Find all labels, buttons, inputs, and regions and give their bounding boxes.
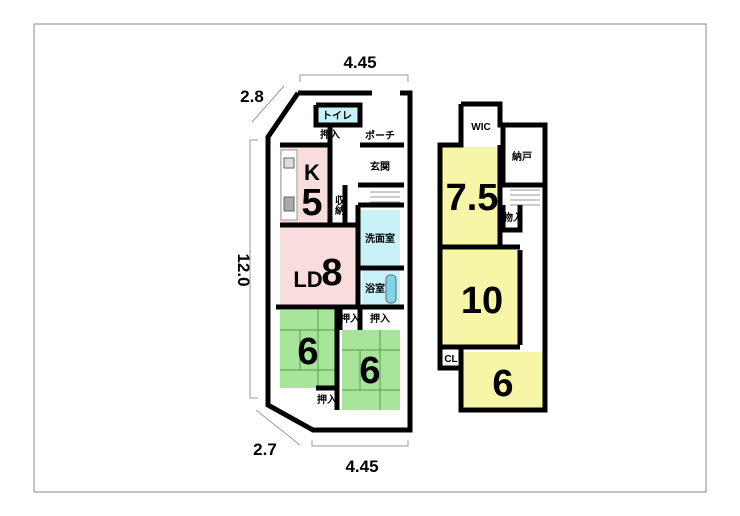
- dim-top-width: 4.45: [343, 53, 376, 72]
- label-kitchen: K: [304, 160, 320, 185]
- label-cl: CL: [444, 354, 457, 365]
- dim-top-diagonal: 2.8: [240, 87, 264, 106]
- washroom: [360, 210, 400, 265]
- label-ld-size: 8: [321, 252, 342, 294]
- ld-room: [280, 227, 357, 305]
- label-porch: ポーチ: [365, 129, 395, 142]
- dimension-lines: [249, 74, 409, 447]
- room-7-5: [442, 147, 500, 245]
- frame: [33, 23, 707, 493]
- label-closet-mid-left: 押入: [340, 312, 360, 325]
- label-bath: 浴室: [365, 282, 385, 295]
- label-room-7-5: 7.5: [446, 177, 499, 219]
- label-storeroom: 納戸: [512, 150, 532, 163]
- label-room-6: 6: [492, 363, 513, 405]
- label-room-10: 10: [461, 280, 503, 322]
- label-toilet: トイレ: [322, 110, 352, 122]
- dim-depth: 12.0: [234, 253, 253, 286]
- dim-bottom-diagonal: 2.7: [253, 440, 277, 459]
- dim-bottom-width: 4.45: [345, 457, 378, 476]
- bathtub-icon: [385, 274, 397, 304]
- tatami-room-left: [280, 310, 337, 388]
- room-10: [442, 250, 520, 345]
- room-6: [463, 352, 545, 410]
- stairs: [370, 186, 400, 203]
- floor-2: [437, 101, 548, 413]
- label-entrance: 玄関: [370, 160, 390, 173]
- label-kitchen-size: 5: [301, 182, 322, 224]
- stove-icon: [283, 196, 295, 212]
- label-closet-bottom: 押入: [317, 393, 337, 406]
- label-closet-2f: 物入: [503, 211, 523, 224]
- floor-1: [265, 90, 413, 433]
- tatami-room-right: [342, 330, 400, 410]
- label-ld: LD: [293, 267, 322, 292]
- toilet-room: [318, 107, 358, 123]
- stairs-2f: [510, 189, 540, 206]
- label-washroom: 洗面室: [365, 232, 395, 245]
- label-tatami-left: 6: [297, 331, 318, 373]
- sink-icon: [283, 157, 295, 169]
- label-wic: WIC: [471, 122, 490, 133]
- label-closet-top: 押入: [320, 128, 340, 141]
- label-storage: 収納: [333, 195, 345, 216]
- label-closet-mid-right: 押入: [370, 312, 390, 325]
- label-tatami-right: 6: [359, 350, 380, 392]
